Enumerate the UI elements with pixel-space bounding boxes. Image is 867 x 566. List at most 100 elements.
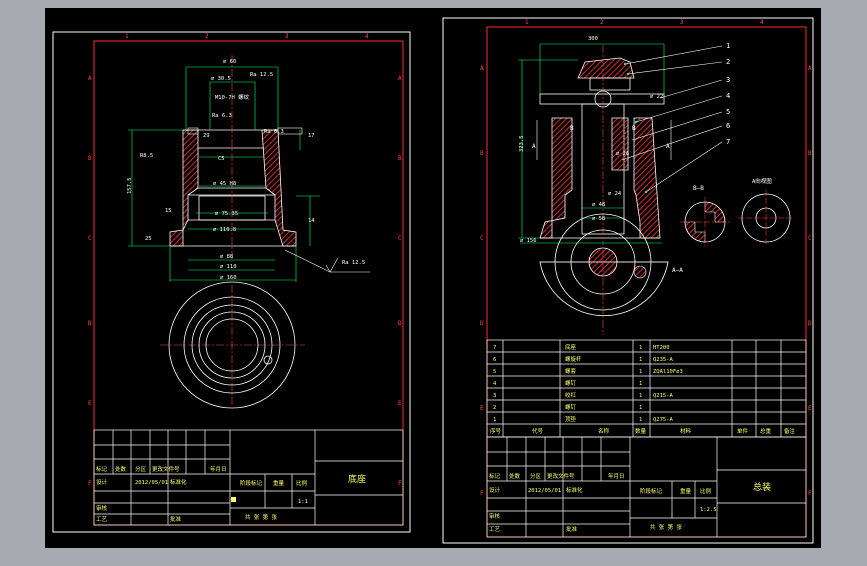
grid-ref: B [398,155,402,162]
parts-header: 序号 [490,427,502,435]
tb-label: 重量 [273,479,285,487]
balloon-number: 3 [726,76,730,84]
part-material: Q275-A [653,417,674,423]
right-sheet: 1 2 3 4 A B C D E F A B C D E F [442,17,814,544]
dim-label: ⌀ 58 [592,216,605,222]
part-no: 1 [493,417,496,423]
part-qty: 1 [639,405,642,411]
dim-label: ⌀ 110 [220,264,237,270]
grid-ref: 3 [680,19,684,26]
roughness-symbol [325,257,339,273]
dim-label: ⌀ 22 [650,94,663,100]
tb-label: 审核 [96,504,108,512]
roughness-label: Ra 12.5 [250,72,273,78]
grid-ref: 2 [600,19,604,26]
tb-label: 比例 [700,487,712,495]
dim-label: 14 [308,218,315,224]
parts-header: 材料 [680,427,692,435]
tb-label: 设计 [96,478,108,486]
tb-label: 标记 [96,465,108,473]
a-direction-view: A向视图 [738,177,794,246]
dim-label: ⌀ 88 [220,254,233,260]
part-name: 底座 [565,343,577,351]
part-qty: 1 [639,393,642,399]
tb-label: 1:2.5 [700,507,717,513]
grid-ref: F [480,490,484,497]
grid-ref: D [480,320,484,327]
grid-ref: F [88,480,92,487]
part-no: 4 [493,381,497,387]
dim-label: ⌀ 45 H8 [213,181,236,187]
parts-header: 总重 [760,427,772,435]
balloon-number: 4 [726,92,730,100]
dim-label: 25 [145,236,152,242]
balloon-number: 2 [726,58,730,66]
section-label: B [570,125,574,132]
tb-label: 2012/05/01 [528,488,561,494]
grid-ref: A [808,65,812,72]
part-material: ZQAl10Fe3 [653,369,683,375]
parts-header: 名称 [598,427,610,435]
grid-ref: 1 [125,33,129,40]
section-label: A [532,143,536,150]
part-material: Q235-A [653,357,674,363]
drawing-canvas[interactable] [45,8,821,548]
tb-label: 标记 [489,472,501,480]
view-label: A向视图 [752,177,772,185]
section-label: B [632,125,636,132]
part-qty: 1 [639,369,642,375]
tb-label: 工艺 [489,526,501,533]
grid-ref: D [808,320,812,327]
tb-label: 审核 [489,512,501,520]
grid-ref: A [88,75,92,82]
part-no: 7 [493,345,496,351]
aa-outline [539,261,669,316]
right-sheet-title: 总装 [753,481,771,493]
dim-label: ⌀ 60 [223,59,236,65]
tb-label: 比例 [296,479,308,487]
left-sheet: 1 2 3 4 A B C D E F A B C D E F [52,31,411,533]
grid-ref: F [398,480,402,487]
parts-header: 单件 [737,427,749,435]
roughness-label: Ra 6.3 [212,113,232,119]
grid-ref: 3 [285,33,289,40]
part-no: 2 [493,405,496,411]
roughness-label: Ra 12.5 [342,260,365,266]
roughness-label: Ra 6.3 [264,129,284,135]
tb-label: 批准 [566,525,578,533]
top-protrusion [187,127,199,135]
grid-ref: C [398,235,402,242]
balloon-number: 6 [726,122,730,130]
tb-label: 处数 [115,465,127,473]
tb-label: 阶段标记 [640,487,663,495]
nut-part [611,117,629,171]
grid-ref: E [398,400,402,407]
part-no: 3 [493,393,496,399]
dim-label: C5 [218,156,225,162]
dim-label: ⌀ 24 [608,191,622,197]
grid-ref: 4 [365,33,369,40]
left-sheet-frame [52,31,411,533]
part-qty: 1 [639,345,642,351]
grid-ref: C [480,235,484,242]
dim-label: 323.5 [519,135,525,152]
grid-ref: D [398,320,402,327]
part-no: 6 [493,357,496,363]
parts-header: 备注 [784,427,796,435]
part-name: 螺钉 [565,403,577,411]
base-plan-view [168,281,296,409]
right-title-block [486,436,807,538]
grid-ref: 2 [205,33,209,40]
tb-label: 共 张 第 张 [650,523,682,531]
dim-label: ⌀ 156 [520,238,537,244]
grid-ref: F [808,490,812,497]
tb-label: 2012/05/01 [135,480,168,486]
tb-label: 分区 [530,472,542,480]
tb-stage-mark [231,497,236,502]
grid-ref: C [808,235,812,242]
parts-header: 代号 [532,427,544,435]
dim-label: ⌀ 160 [220,275,237,281]
part-name: 螺旋杆 [565,355,582,363]
